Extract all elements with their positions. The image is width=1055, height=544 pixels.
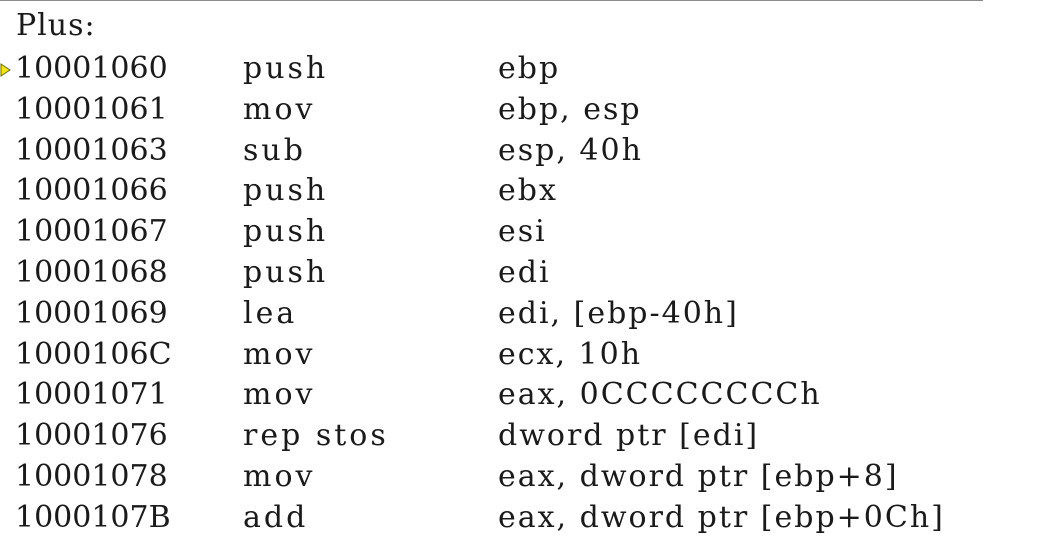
instruction-row[interactable]: 10001066 push ebx (0, 173, 1000, 213)
instruction-row[interactable]: 10001061 mov ebp, esp (0, 92, 1000, 132)
instruction-address: 10001069 (15, 295, 168, 331)
instruction-row[interactable]: 10001078 mov eax, dword ptr [ebp+8] (0, 459, 1000, 499)
instruction-row[interactable]: 10001076 rep stos dword ptr [edi] (0, 418, 1000, 458)
instruction-operands: eax, dword ptr [ebp+0Ch] (498, 499, 945, 535)
instruction-operands: ebp, esp (498, 91, 642, 127)
instruction-operands: eax, 0CCCCCCCCh (498, 377, 822, 413)
instruction-operands: ebp (498, 51, 561, 86)
instruction-row[interactable]: 1000107B add eax, dword ptr [ebp+0Ch] (0, 500, 1000, 540)
instruction-row[interactable]: 10001067 push esi (0, 214, 1000, 254)
instruction-address: 10001068 (15, 255, 168, 290)
instruction-mnemonic: mov (243, 459, 316, 494)
instruction-address: 10001061 (15, 91, 168, 127)
instruction-operands: ebx (498, 173, 558, 209)
instruction-address: 10001060 (15, 51, 168, 86)
instruction-mnemonic: mov (243, 91, 316, 127)
instruction-row[interactable]: 10001068 push edi (0, 255, 1000, 295)
instruction-row[interactable]: 10001071 mov eax, 0CCCCCCCCh (0, 377, 1000, 417)
instruction-mnemonic: push (243, 51, 329, 86)
current-instruction-arrow-icon (0, 63, 11, 77)
instruction-mnemonic: add (243, 499, 309, 535)
instruction-mnemonic: lea (243, 295, 298, 331)
instruction-address: 10001078 (15, 459, 168, 494)
instruction-operands: esi (498, 214, 547, 250)
instruction-row[interactable]: 10001060 push ebp (0, 51, 1000, 91)
instruction-row[interactable]: 1000106C mov ecx, 10h (0, 337, 1000, 377)
instruction-address: 10001076 (15, 418, 168, 454)
instruction-mnemonic: push (243, 173, 329, 209)
instruction-mnemonic: mov (243, 377, 316, 413)
instruction-operands: esp, 40h (498, 132, 643, 168)
instruction-address: 10001067 (15, 214, 168, 250)
instruction-operands: eax, dword ptr [ebp+8] (498, 459, 899, 494)
instruction-mnemonic: push (243, 255, 329, 290)
instruction-operands: edi (498, 255, 551, 290)
instruction-operands: dword ptr [edi] (498, 418, 760, 454)
instruction-mnemonic: push (243, 214, 329, 250)
instruction-row[interactable]: 10001063 sub esp, 40h (0, 133, 1000, 173)
instruction-address: 10001063 (15, 132, 168, 168)
top-divider (0, 0, 983, 1)
instruction-address: 10001071 (15, 377, 168, 413)
instruction-address: 1000106C (15, 336, 172, 372)
instruction-operands: ecx, 10h (498, 336, 643, 372)
instruction-row[interactable]: 10001069 lea edi, [ebp-40h] (0, 296, 1000, 336)
instruction-address: 1000107B (15, 499, 171, 535)
instruction-operands: edi, [ebp-40h] (498, 295, 739, 331)
instruction-address: 10001066 (15, 173, 168, 209)
instruction-mnemonic: rep stos (243, 418, 389, 454)
instruction-mnemonic: sub (243, 132, 306, 168)
instruction-mnemonic: mov (243, 336, 316, 372)
function-label: Plus: (16, 8, 96, 43)
